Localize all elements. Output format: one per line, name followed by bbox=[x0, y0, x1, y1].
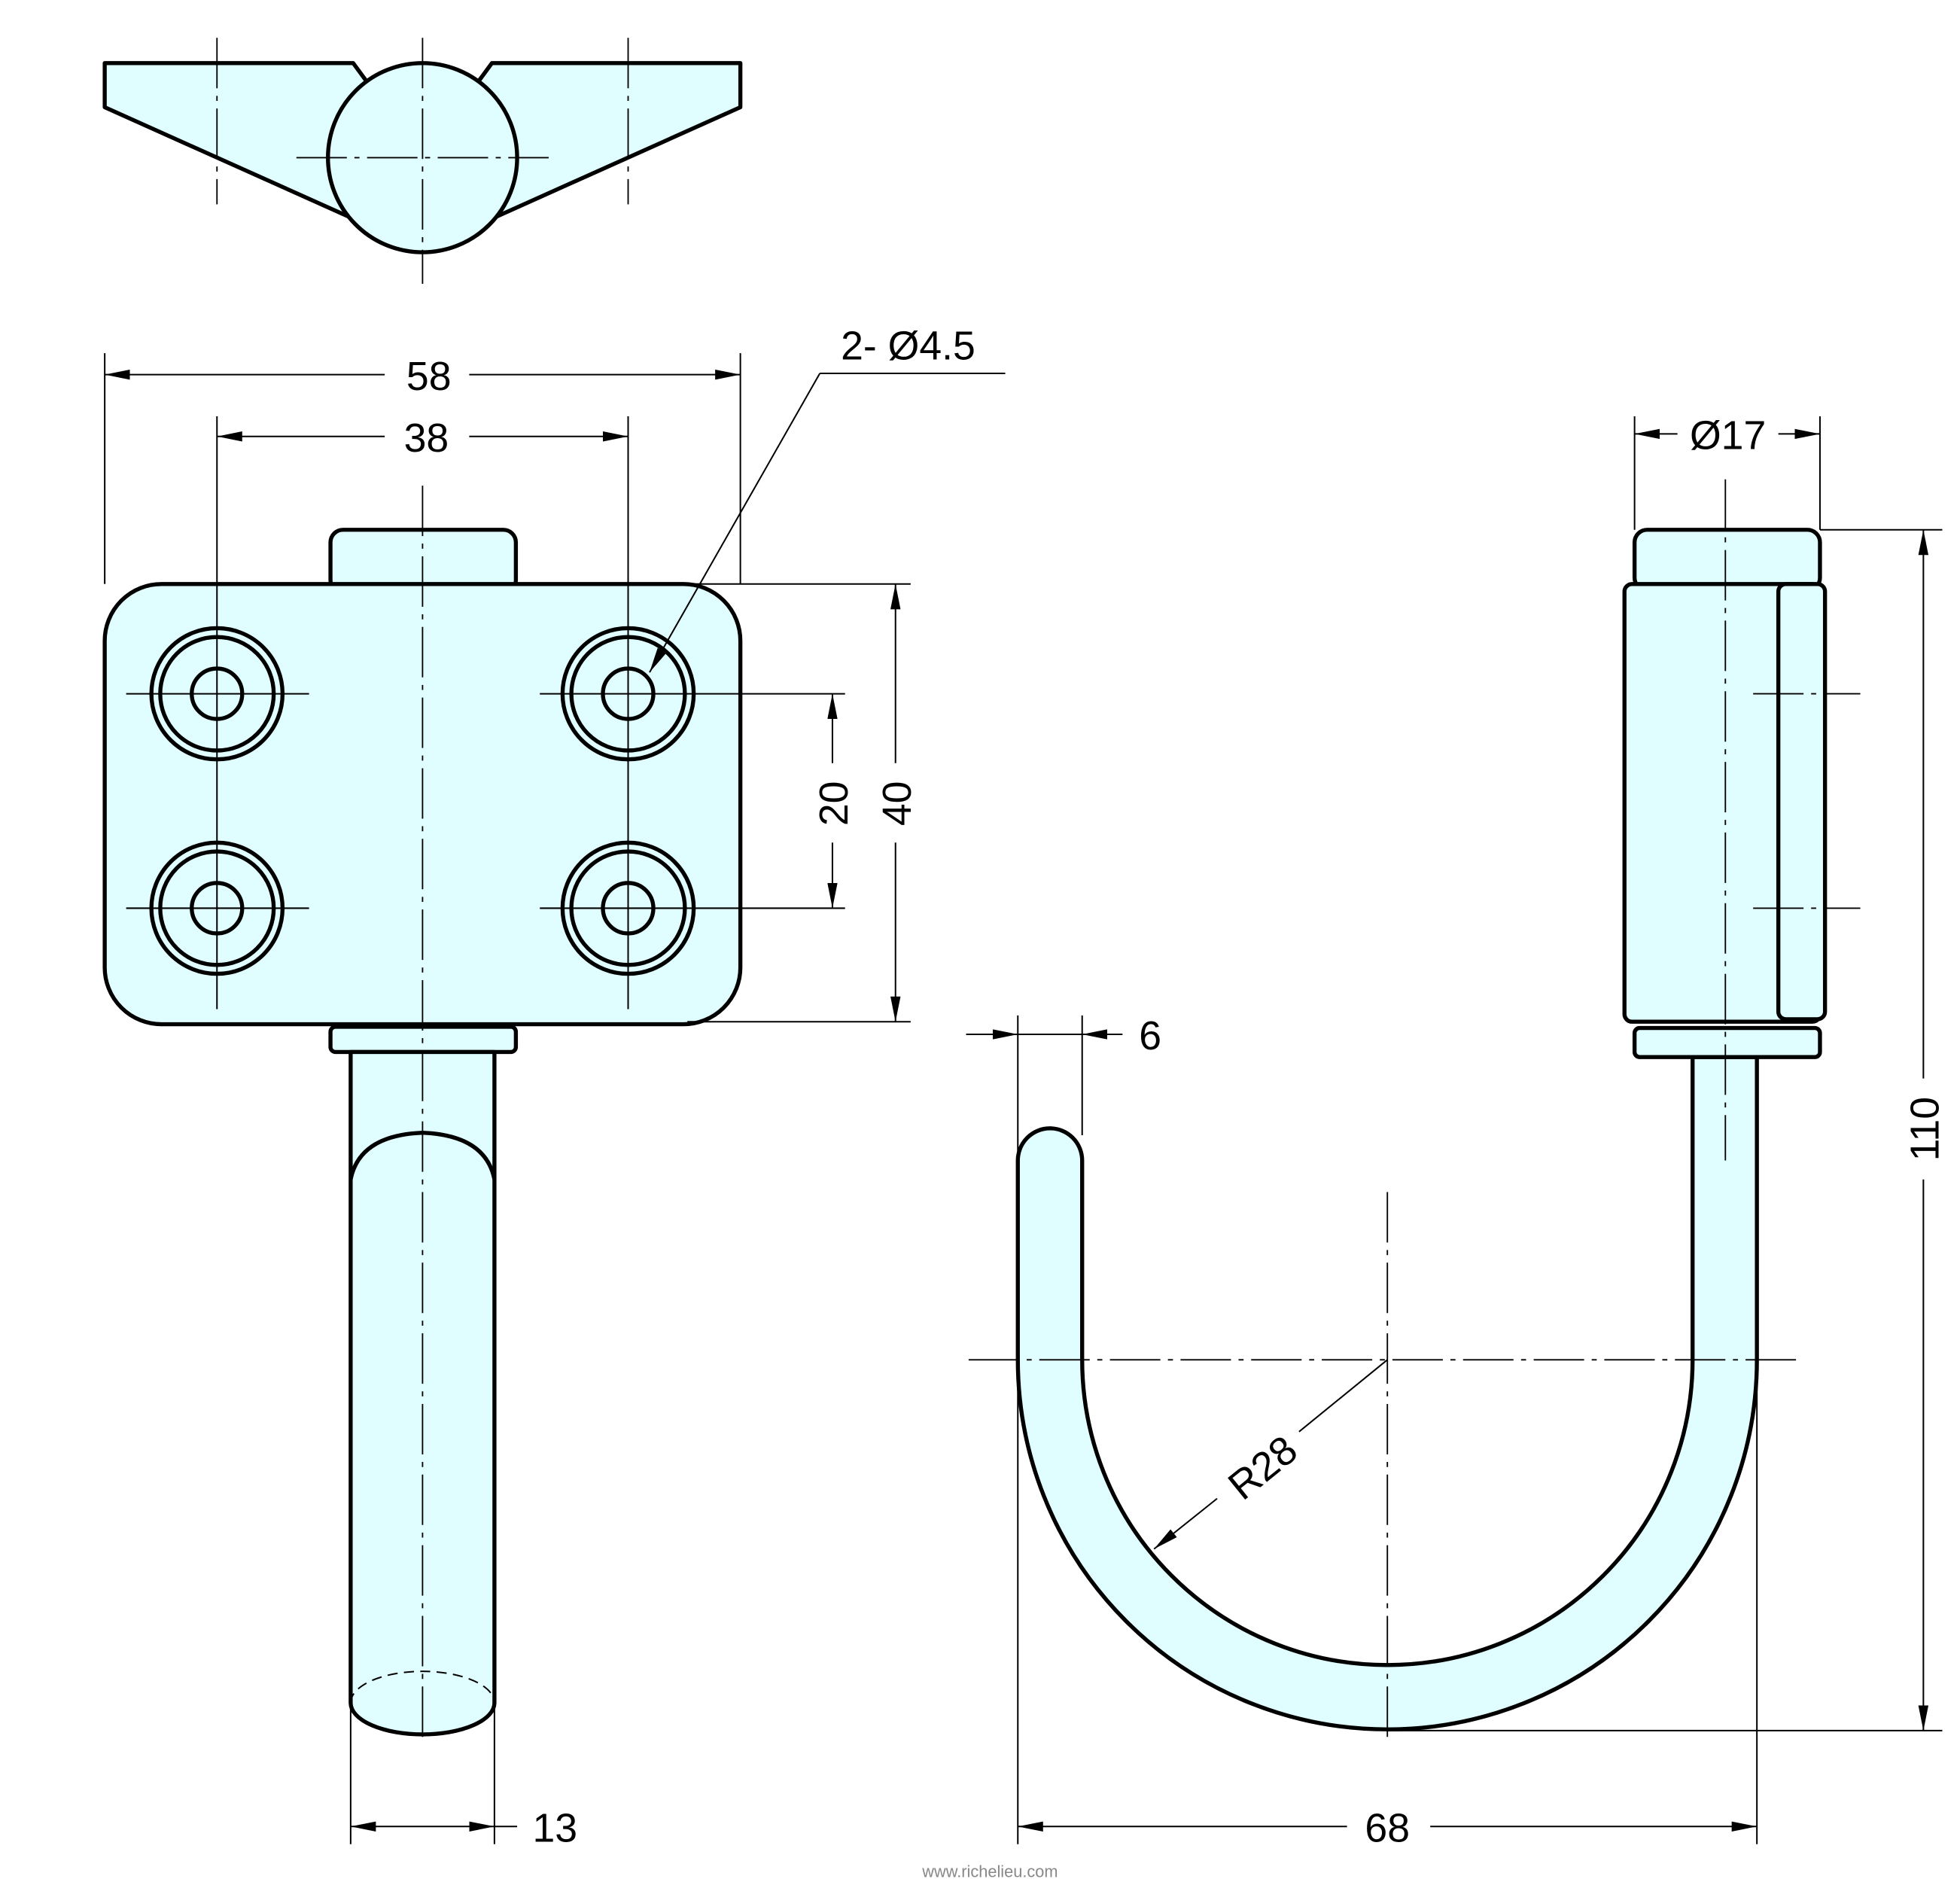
side-view bbox=[968, 416, 1943, 1844]
dim-17-label: Ø17 bbox=[1690, 413, 1766, 458]
dimension-110: 110 bbox=[1902, 529, 1947, 1731]
dimension-38: 38 bbox=[217, 416, 628, 461]
dimension-13: 13 bbox=[350, 1805, 578, 1850]
dim-holes-label: 2- Ø4.5 bbox=[841, 324, 975, 369]
dimension-holes: 2- Ø4.5 bbox=[649, 324, 1006, 673]
dim-r28-label: R28 bbox=[1220, 1427, 1306, 1509]
watermark: www.richelieu.com bbox=[921, 1862, 1058, 1880]
dim-58-label: 58 bbox=[406, 354, 452, 399]
front-view bbox=[102, 353, 911, 1844]
dim-68-label: 68 bbox=[1365, 1805, 1410, 1850]
dimension-r28: R28 bbox=[1153, 1359, 1388, 1550]
dimension-68: 68 bbox=[1018, 1805, 1758, 1850]
dimension-58: 58 bbox=[105, 354, 741, 399]
dim-13-label: 13 bbox=[533, 1805, 578, 1850]
dimension-40: 40 bbox=[875, 583, 920, 1022]
dim-20-label: 20 bbox=[811, 781, 857, 827]
dimension-20: 20 bbox=[811, 693, 857, 909]
dim-6-label: 6 bbox=[1139, 1013, 1161, 1058]
dim-110-label: 110 bbox=[1902, 1097, 1947, 1161]
dimension-6: 6 bbox=[966, 1013, 1161, 1058]
dimension-17: Ø17 bbox=[1634, 413, 1820, 458]
dim-40-label: 40 bbox=[875, 781, 920, 827]
dim-38-label: 38 bbox=[404, 416, 449, 461]
top-view bbox=[102, 38, 743, 285]
